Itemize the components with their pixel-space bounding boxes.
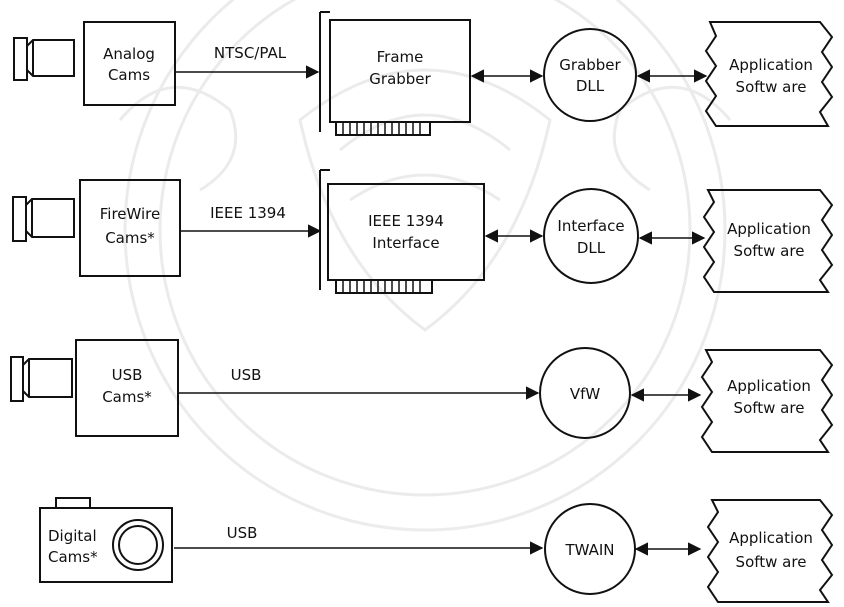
application-label: Softw are bbox=[734, 242, 805, 260]
link-label: NTSC/PAL bbox=[214, 44, 287, 62]
driver-label: Interface bbox=[557, 217, 624, 235]
application-label: Application bbox=[729, 56, 813, 74]
row-firewire: FireWire Cams* IEEE 1394 IEEE 1394 Inter… bbox=[13, 170, 832, 293]
device-label: Cams* bbox=[105, 229, 155, 247]
driver-circle bbox=[544, 29, 636, 121]
driver-label: VfW bbox=[570, 385, 601, 403]
link-label: USB bbox=[227, 524, 258, 542]
device-label: FireWire bbox=[100, 205, 161, 223]
application-label: Softw are bbox=[736, 553, 807, 571]
card-label: Frame bbox=[377, 48, 424, 66]
application-scroll-shape bbox=[706, 22, 832, 126]
device-box bbox=[84, 22, 175, 105]
row-digital: Digital Cams* USB TWAIN Application Soft… bbox=[40, 498, 832, 602]
application-label: Softw are bbox=[736, 78, 807, 96]
device-label: Analog bbox=[103, 45, 155, 63]
device-label: Cams bbox=[108, 66, 150, 84]
driver-label: Grabber bbox=[559, 56, 621, 74]
application-label: Application bbox=[729, 529, 813, 547]
expansion-card-icon bbox=[320, 170, 484, 293]
device-label: USB bbox=[112, 366, 143, 384]
device-label: Digital bbox=[48, 527, 97, 545]
driver-label: DLL bbox=[576, 77, 605, 95]
camera-lens-icon bbox=[13, 197, 74, 241]
card-label: Interface bbox=[372, 234, 439, 252]
application-label: Application bbox=[727, 377, 811, 395]
card-label: IEEE 1394 bbox=[368, 212, 444, 230]
camera-lens-icon bbox=[14, 38, 74, 80]
application-scroll-shape bbox=[708, 500, 832, 602]
driver-circle bbox=[544, 189, 638, 283]
driver-label: DLL bbox=[577, 239, 606, 257]
link-label: IEEE 1394 bbox=[210, 204, 286, 222]
application-label: Application bbox=[727, 220, 811, 238]
device-label: Cams* bbox=[48, 548, 98, 566]
card-label: Grabber bbox=[369, 70, 431, 88]
link-label: USB bbox=[231, 366, 262, 384]
device-box bbox=[80, 180, 180, 276]
row-usb: USB Cams* USB VfW Application Softw are bbox=[11, 340, 832, 452]
device-label: Cams* bbox=[102, 388, 152, 406]
driver-label: TWAIN bbox=[564, 541, 614, 559]
camera-lens-icon bbox=[11, 357, 72, 401]
application-label: Softw are bbox=[734, 399, 805, 417]
